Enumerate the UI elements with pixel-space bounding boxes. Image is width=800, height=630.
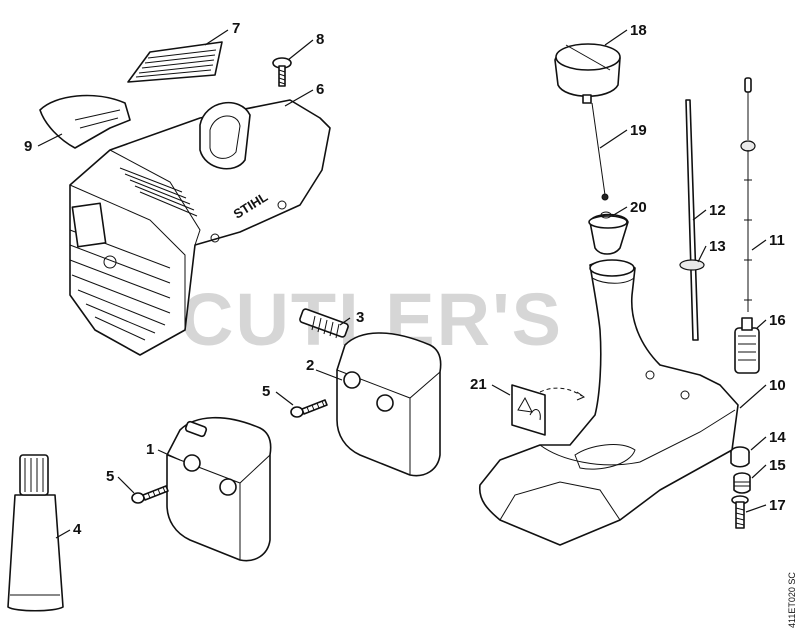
screw-8-part xyxy=(272,57,292,87)
callout-18: 18 xyxy=(630,22,647,39)
callout-14: 14 xyxy=(769,429,786,446)
hose-12-part xyxy=(679,99,705,341)
label-plate-part xyxy=(127,41,223,83)
callout-21: 21 xyxy=(470,376,487,393)
callout-7: 7 xyxy=(232,20,240,37)
callout-11: 11 xyxy=(769,232,785,249)
leader-lines xyxy=(37,29,767,539)
fuel-tank-10-part xyxy=(478,259,739,546)
filter-20-part xyxy=(588,211,629,255)
callout-5-lower: 5 xyxy=(106,468,114,485)
callout-9: 9 xyxy=(24,138,32,155)
callout-labels: 7 8 6 9 3 2 5 1 5 4 18 19 20 12 13 11 16… xyxy=(24,20,786,538)
callout-3: 3 xyxy=(356,309,364,326)
callout-10: 10 xyxy=(769,377,786,394)
hose-11-part xyxy=(740,77,756,312)
muffler-1-part xyxy=(166,416,272,562)
bushing-14-part xyxy=(730,446,750,468)
spark-plug-3-part xyxy=(299,308,349,339)
muffler-2-part xyxy=(336,332,442,477)
screw-17-part xyxy=(731,495,749,529)
callout-16: 16 xyxy=(769,312,786,329)
screw-5-lower-part xyxy=(131,485,169,504)
callout-13: 13 xyxy=(709,238,726,255)
retainer-19-part xyxy=(591,102,609,201)
grease-tube-4-part xyxy=(7,454,64,612)
reference-code: 411ET020 SC xyxy=(787,572,797,628)
callout-2: 2 xyxy=(306,357,314,374)
screw-5-upper-part xyxy=(290,399,328,418)
callout-17: 17 xyxy=(769,497,786,514)
fuel-cap-18-part xyxy=(554,43,621,104)
callout-15: 15 xyxy=(769,457,786,474)
callout-19: 19 xyxy=(630,122,647,139)
callout-8: 8 xyxy=(316,31,324,48)
callout-12: 12 xyxy=(709,202,726,219)
fuel-pickup-16-part xyxy=(734,317,760,374)
warning-label-21-part xyxy=(511,384,586,436)
callout-1: 1 xyxy=(146,441,154,458)
callout-4: 4 xyxy=(73,521,82,538)
cap-9-part xyxy=(39,94,131,149)
callout-6: 6 xyxy=(316,81,324,98)
callout-5-upper: 5 xyxy=(262,383,270,400)
nut-15-part xyxy=(733,472,751,494)
callout-20: 20 xyxy=(630,199,647,216)
shroud-cover-part: STIHL xyxy=(69,99,331,356)
